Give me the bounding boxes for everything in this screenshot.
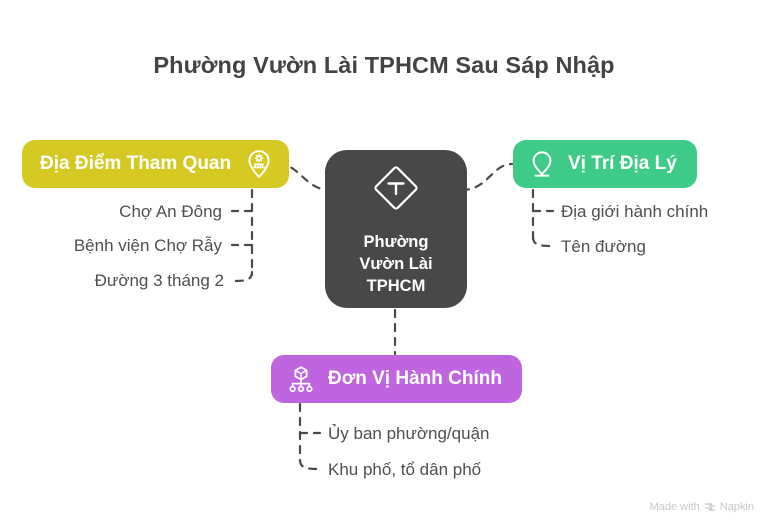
map-pin-landmark-icon [243,148,275,180]
leaf-administration-0: Ủy ban phường/quận [328,424,490,443]
diamond-road-sign-icon [368,160,424,221]
watermark-prefix: Made with [649,501,700,513]
connector-center-to-geography [460,162,514,192]
leaf-attractions-2: Đường 3 tháng 2 [94,271,224,290]
branch-node-geography-label: Vị Trí Địa Lý [568,152,677,174]
center-node[interactable]: Phường Vườn Lài TPHCM [325,150,467,308]
watermark: Made with Napkin [650,501,754,513]
napkin-logo-icon [704,501,716,513]
branch-node-attractions[interactable]: Địa Điểm Tham Quan [22,140,290,188]
leaf-geography-0: Địa giới hành chính [561,202,709,221]
leaf-attractions-1: Bệnh viện Chợ Rẫy [73,236,222,255]
connector-administration-rib-1 [298,458,320,471]
center-node-label-line2: Vườn Lài [359,255,433,274]
location-pin-icon [527,149,557,179]
branch-node-attractions-label: Địa Điểm Tham Quan [40,152,232,174]
connector-geography-rib-1 [531,235,553,248]
branch-node-administration[interactable]: Đơn Vị Hành Chính [271,355,522,403]
branch-node-administration-label: Đơn Vị Hành Chính [328,367,502,389]
leaf-administration-1: Khu phố, tổ dân phố [328,460,482,479]
center-node-label: Phường Vườn Lài TPHCM [359,232,432,298]
page-title: Phường Vườn Lài TPHCM Sau Sáp Nhập [153,52,615,78]
org-chart-icon [285,363,317,395]
branch-node-geography[interactable]: Vị Trí Địa Lý [513,140,697,188]
leaf-geography-1: Tên đường [561,237,646,256]
center-node-label-line1: Phường [363,233,429,252]
connector-attractions-rib-2 [232,270,254,283]
center-node-label-line3: TPHCM [366,276,426,295]
leaf-attractions-0: Chợ An Đông [119,202,222,221]
watermark-brand: Napkin [719,501,754,513]
